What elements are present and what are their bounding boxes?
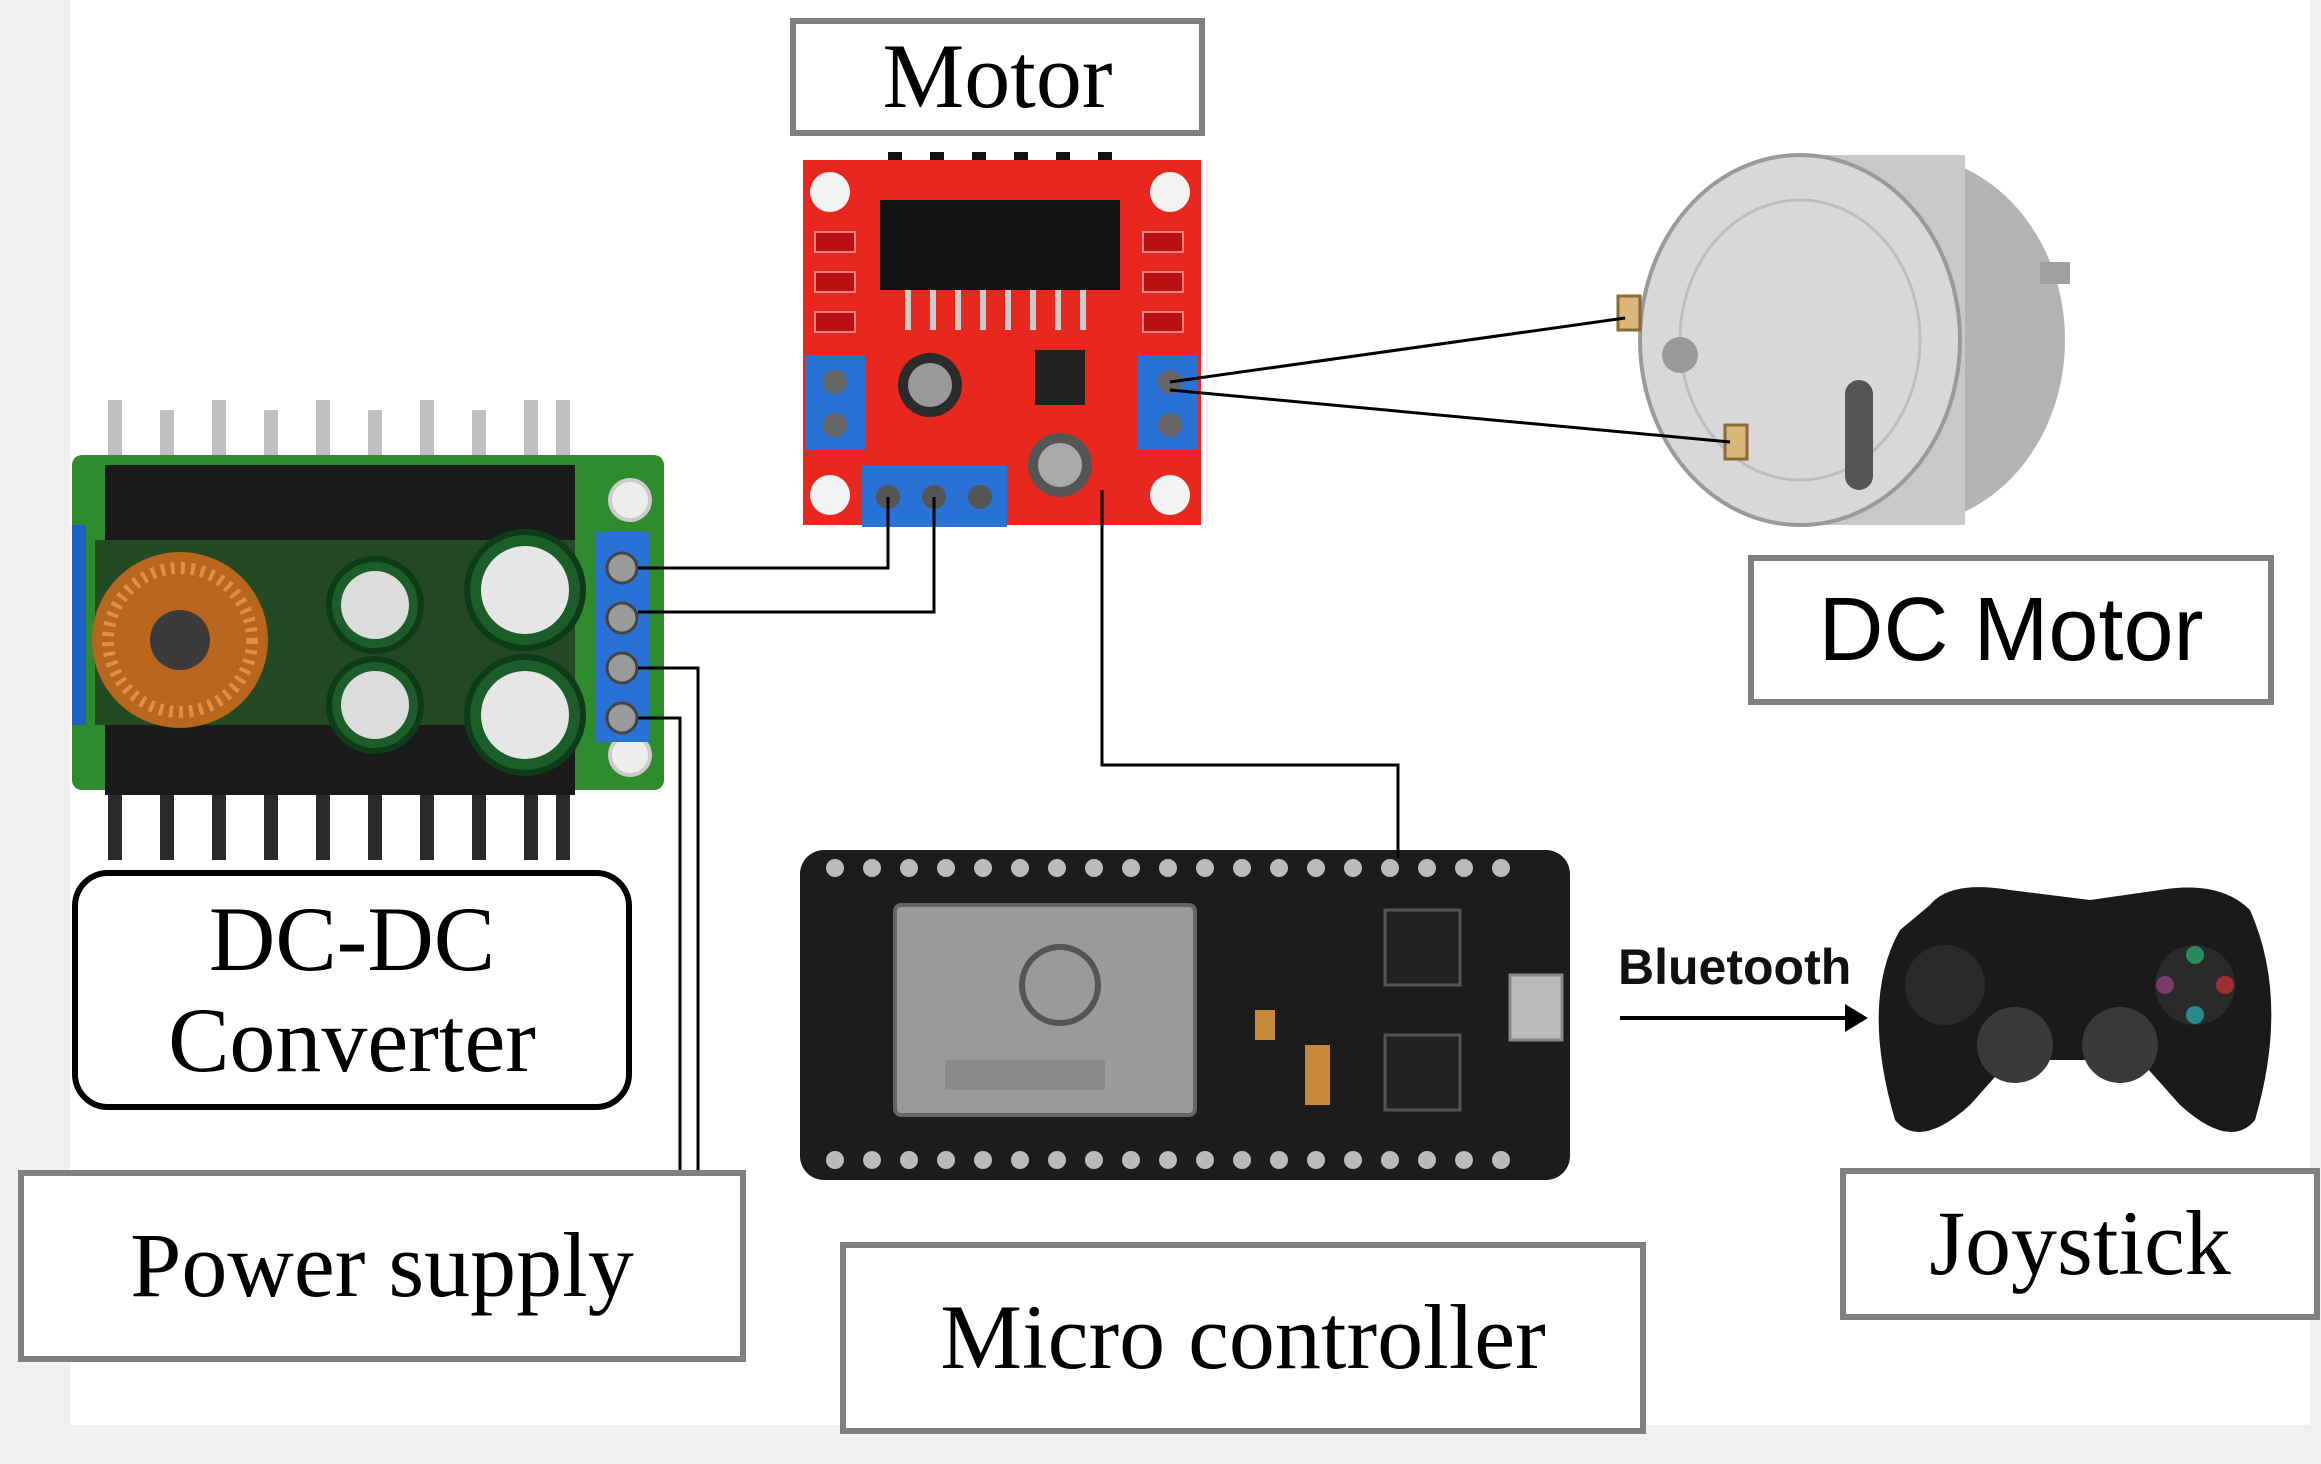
- motor-driver-label-text: Motor: [882, 25, 1113, 128]
- mcu-pin-hole: [1196, 859, 1214, 877]
- joystick-label-text: Joystick: [1929, 1192, 2231, 1295]
- power-supply-label: Power supply: [18, 1170, 746, 1362]
- micro-controller-label-text: Micro controller: [940, 1286, 1546, 1389]
- mcu-pin-hole: [1270, 1151, 1288, 1169]
- mcu-pin-hole: [1159, 1151, 1177, 1169]
- bluetooth-arrow: [1620, 1004, 1868, 1032]
- dc-motor-label-text: DC Motor: [1818, 579, 2204, 680]
- motor-driver-label: Motor: [790, 18, 1205, 136]
- mcu-pin-hole: [1492, 1151, 1510, 1169]
- dcdc-converter-label-text: DC-DC Converter: [168, 887, 536, 1091]
- mcu-pin-hole: [1455, 859, 1473, 877]
- wire-power-supply-1: [638, 666, 700, 1170]
- mcu-pin-hole: [1048, 1151, 1066, 1169]
- mcu-pin-hole: [937, 859, 955, 877]
- mcu-pin-hole: [1344, 1151, 1362, 1169]
- dc-motor-label: DC Motor: [1748, 555, 2274, 705]
- joystick-label: Joystick: [1840, 1168, 2320, 1320]
- power-supply-label-text: Power supply: [130, 1214, 634, 1317]
- mcu-pin-hole: [1122, 1151, 1140, 1169]
- dc-motor-image: [1616, 153, 2070, 527]
- motor-driver-image: [803, 152, 1201, 527]
- mcu-pin-hole: [937, 1151, 955, 1169]
- mcu-pin-hole: [1455, 1151, 1473, 1169]
- mcu-pin-hole: [1233, 1151, 1251, 1169]
- mcu-pin-hole: [1122, 859, 1140, 877]
- dcdc-converter-label: DC-DC Converter: [72, 870, 632, 1110]
- dcdc-converter-image: [72, 400, 664, 860]
- mcu-pin-hole: [1307, 1151, 1325, 1169]
- micro-controller-label: Micro controller: [840, 1242, 1646, 1434]
- mcu-pin-hole: [863, 1151, 881, 1169]
- mcu-pin-hole: [1381, 1151, 1399, 1169]
- mcu-pin-hole: [1159, 859, 1177, 877]
- mcu-pin-hole: [974, 1151, 992, 1169]
- mcu-pin-hole: [900, 1151, 918, 1169]
- wire-driver-to-motor-1: [1169, 316, 1626, 384]
- mcu-pin-hole: [1418, 859, 1436, 877]
- wire-converter-to-driver-2: [638, 497, 936, 614]
- mcu-pin-hole: [1196, 1151, 1214, 1169]
- wire-driver-to-mcu: [1100, 490, 1400, 858]
- mcu-pin-hole: [1344, 859, 1362, 877]
- wire-power-supply-2: [638, 716, 682, 1170]
- mcu-pin-hole: [1270, 859, 1288, 877]
- bluetooth-label: Bluetooth: [1618, 939, 1852, 995]
- mcu-pin-hole: [1085, 859, 1103, 877]
- joystick-image: [1878, 887, 2272, 1132]
- mcu-pin-hole: [1492, 859, 1510, 877]
- mcu-pin-hole: [1085, 1151, 1103, 1169]
- mcu-pin-hole: [1307, 859, 1325, 877]
- mcu-pin-hole: [863, 859, 881, 877]
- mcu-pin-hole: [900, 859, 918, 877]
- wire-driver-to-motor-2: [1169, 388, 1731, 444]
- mcu-pin-hole: [826, 859, 844, 877]
- mcu-pin-hole: [826, 1151, 844, 1169]
- mcu-pin-hole: [974, 859, 992, 877]
- microcontroller-image: [800, 850, 1570, 1180]
- connection-wires: [638, 316, 1731, 1170]
- wire-converter-to-driver-1: [638, 497, 890, 570]
- mcu-pin-hole: [1048, 859, 1066, 877]
- mcu-pin-hole: [1011, 1151, 1029, 1169]
- mcu-pin-hole: [1381, 859, 1399, 877]
- mcu-pin-hole: [1233, 859, 1251, 877]
- mcu-pin-hole: [1011, 859, 1029, 877]
- mcu-pin-hole: [1418, 1151, 1436, 1169]
